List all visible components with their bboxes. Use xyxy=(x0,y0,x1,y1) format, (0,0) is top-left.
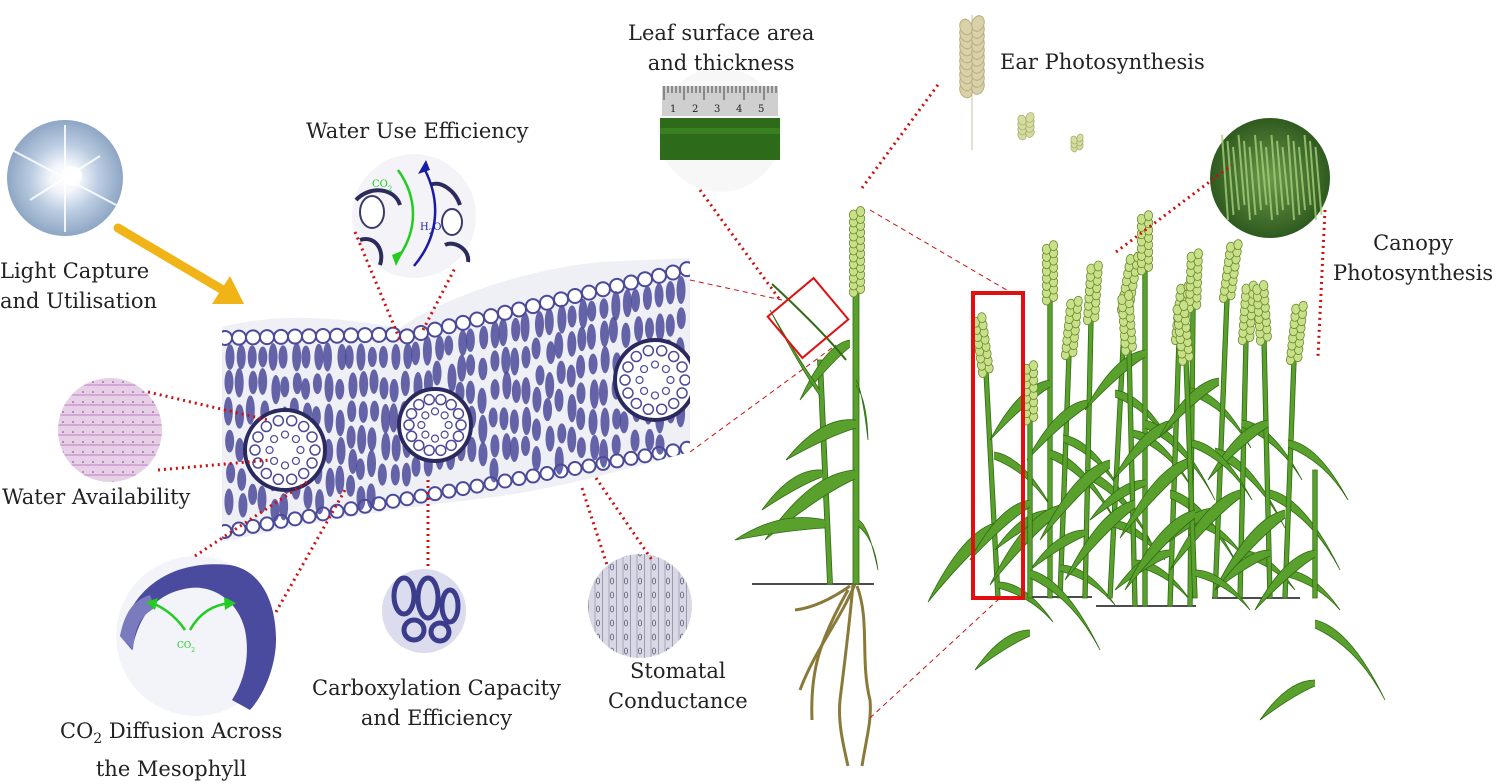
label-canopy-photosynthesis: Canopy Photosynthesis xyxy=(1333,231,1494,285)
label-carboxylation: Carboxylation Capacity and Efficiency xyxy=(312,676,561,730)
ruler-number: 1 xyxy=(670,104,676,115)
leaf-cross-section xyxy=(222,258,690,542)
ruler-number: 5 xyxy=(758,104,764,115)
canopy-photo-inset xyxy=(1210,118,1330,238)
diffusion-co2-label: CO2 xyxy=(177,641,195,654)
wue-inset xyxy=(352,154,476,278)
ruler-number: 4 xyxy=(736,104,742,115)
leaf-highlight-box xyxy=(766,276,850,360)
sun-inset xyxy=(7,120,123,236)
wue-h2o-label: H2O xyxy=(420,222,441,236)
label-leaf-surface-area: Leaf surface area and thickness xyxy=(628,21,815,75)
canopy-highlight-box xyxy=(971,291,1025,600)
ruler-numbers: 1 2 3 4 5 xyxy=(670,104,764,115)
leaf-surface-inset xyxy=(658,68,782,192)
label-stomatal-conductance: Stomatal Conductance xyxy=(608,659,748,713)
co2-diffusion-inset xyxy=(116,556,276,716)
label-water-use-efficiency: Water Use Efficiency xyxy=(306,119,529,143)
label-ear-photosynthesis: Ear Photosynthesis xyxy=(1000,50,1205,74)
label-co2-diffusion: CO2 Diffusion Across the Mesophyll xyxy=(60,719,283,782)
carboxylation-inset xyxy=(382,569,466,653)
light-arrow xyxy=(113,223,244,304)
ruler-number: 3 xyxy=(714,104,720,115)
ruler-number: 2 xyxy=(692,104,698,115)
label-light-capture: Light Capture and Utilisation xyxy=(0,259,158,313)
zoom-lines xyxy=(689,209,1011,719)
label-water-availability: Water Availability xyxy=(2,485,191,509)
stomatal-inset xyxy=(588,554,692,658)
leader-lines xyxy=(147,81,1327,613)
single-wheat-plant xyxy=(734,206,879,767)
ear-photos xyxy=(959,15,1084,153)
water-availability-inset xyxy=(58,378,162,482)
wue-co2-label: CO2 xyxy=(372,179,392,193)
wheat-canopy xyxy=(927,210,1386,721)
